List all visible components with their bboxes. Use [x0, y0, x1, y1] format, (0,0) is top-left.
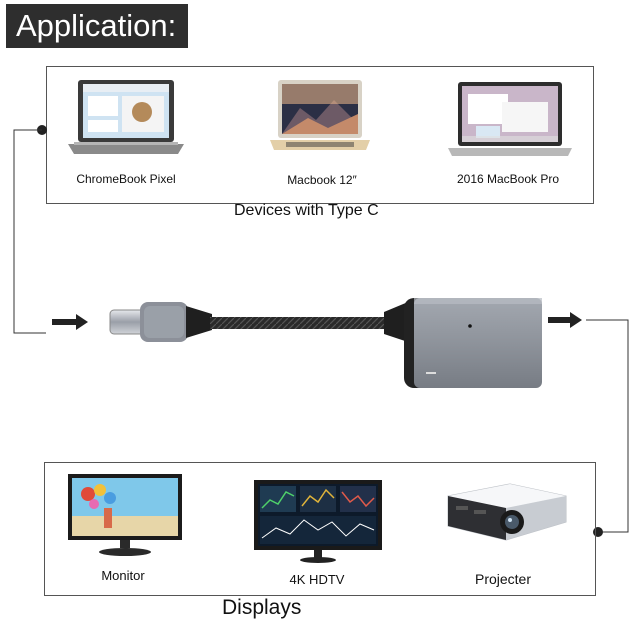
output-arrow-icon — [548, 312, 582, 328]
device-label-chromebook: ChromeBook Pixel — [76, 172, 176, 186]
device-label-macbook-12: Macbook 12″ — [287, 173, 357, 187]
usb-c-adapter-image — [384, 298, 542, 388]
display-label-projector: Projecter — [474, 571, 532, 587]
device-label-macbook-pro: 2016 MacBook Pro — [456, 172, 560, 186]
devices-panel — [46, 66, 594, 204]
braided-cable-image — [210, 317, 398, 329]
display-label-monitor: Monitor — [101, 568, 145, 583]
devices-caption: Devices with Type C — [234, 202, 379, 219]
macbook-laptop-image — [270, 80, 370, 150]
hdtv-image — [254, 480, 382, 563]
usb-c-plug-image — [109, 302, 212, 342]
application-title: Application: — [6, 4, 188, 48]
monitor-image — [68, 474, 182, 556]
input-arrow-icon — [52, 314, 88, 330]
display-label-hdtv: 4K HDTV — [289, 572, 345, 587]
input-connector-line — [13, 125, 47, 334]
projector-image — [447, 483, 567, 541]
displays-panel — [44, 462, 596, 596]
displays-caption: Displays — [222, 596, 302, 619]
macbook-pro-laptop-image — [448, 82, 572, 156]
chromebook-laptop-image — [68, 80, 184, 154]
